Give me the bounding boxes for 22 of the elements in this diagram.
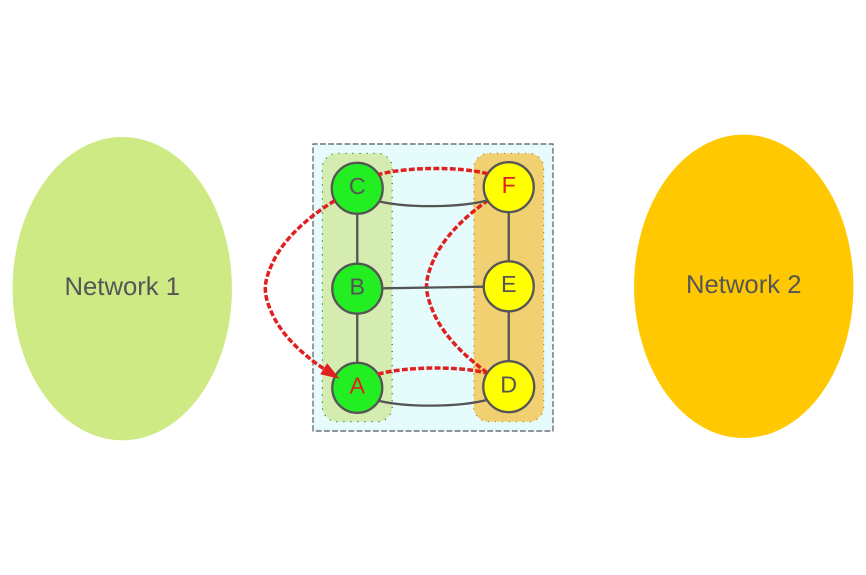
arrow bbox=[264, 199, 340, 379]
connector bbox=[356, 214, 358, 264]
connector bbox=[378, 366, 487, 376]
connector bbox=[379, 199, 488, 208]
cluster bbox=[473, 152, 544, 422]
node-circle: B bbox=[331, 262, 384, 315]
connector bbox=[382, 286, 484, 290]
cluster bbox=[322, 152, 393, 422]
node-circle: C bbox=[330, 162, 384, 215]
cluster bbox=[312, 143, 554, 432]
connector bbox=[356, 314, 358, 364]
node-ellipse: Network 1 bbox=[12, 137, 232, 440]
connector bbox=[424, 199, 489, 374]
connector bbox=[378, 166, 488, 176]
node-ellipse: Network 2 bbox=[634, 134, 854, 438]
node-circle: D bbox=[482, 360, 536, 414]
connector bbox=[508, 212, 510, 262]
node-circle: F bbox=[482, 161, 535, 214]
connector bbox=[508, 311, 510, 361]
node-circle: A bbox=[331, 362, 384, 414]
connector bbox=[378, 398, 488, 407]
node-circle: E bbox=[482, 260, 535, 312]
